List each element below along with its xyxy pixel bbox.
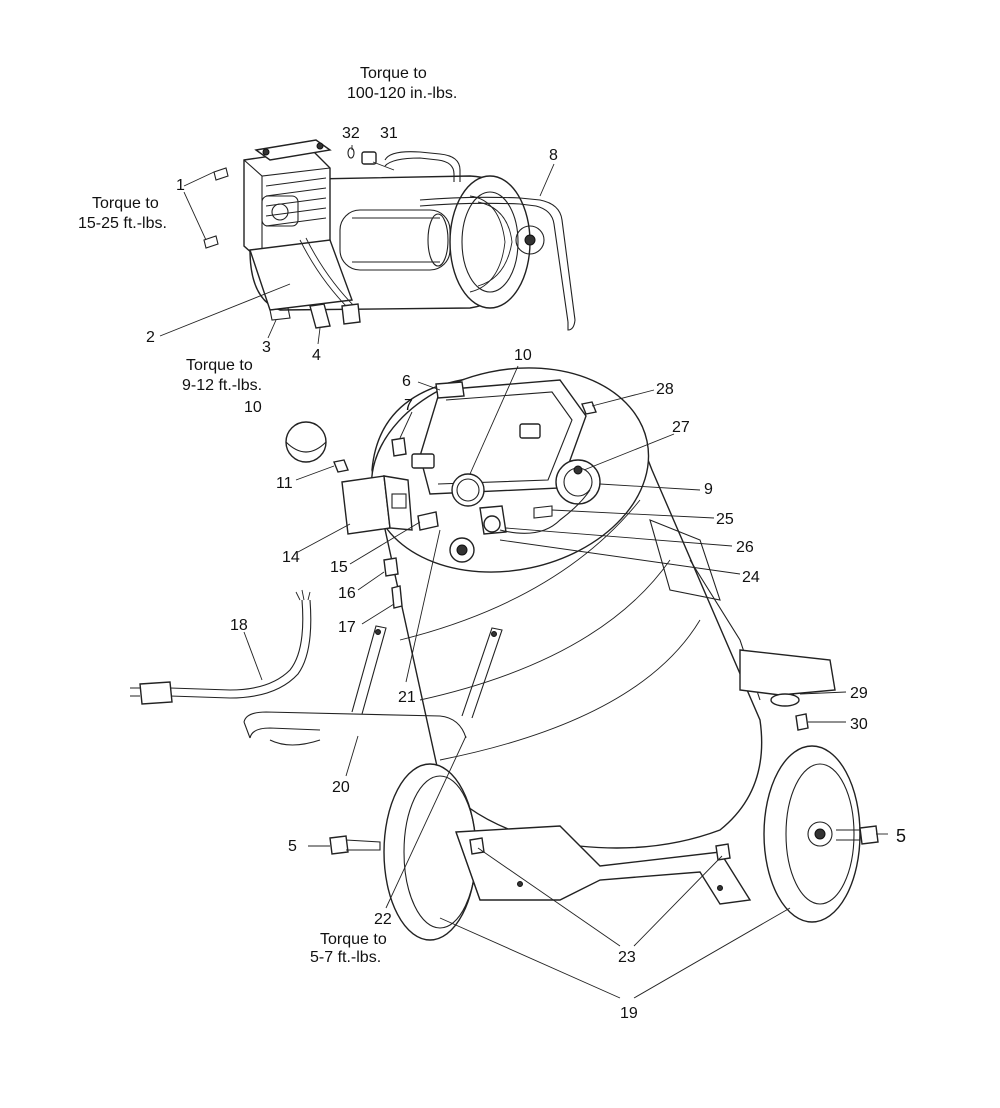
- callout-11: 11: [276, 475, 293, 492]
- callout-32: 32: [342, 125, 360, 142]
- control-manifold: [285, 379, 601, 609]
- callout-16: 16: [338, 585, 356, 602]
- callout-22: 22: [374, 911, 392, 928]
- callout-18: 18: [230, 617, 248, 634]
- callout-2: 2: [146, 329, 155, 346]
- pump-motor-assembly: [203, 139, 576, 331]
- callout-28: 28: [656, 381, 674, 398]
- callout-10-left: 10: [244, 399, 262, 416]
- callout-17: 17: [338, 619, 356, 636]
- callout-3: 3: [262, 339, 271, 356]
- callout-14: 14: [282, 549, 300, 566]
- leader-lines: [159, 145, 888, 999]
- callout-23: 23: [618, 949, 636, 966]
- callout-29: 29: [850, 685, 868, 702]
- handle-and-cord: [130, 589, 503, 746]
- callout-15: 15: [330, 559, 348, 576]
- callout-7: 7: [404, 397, 413, 414]
- callout-21: 21: [398, 689, 416, 706]
- wheel-assembly: [329, 745, 879, 941]
- callout-25: 25: [716, 511, 734, 528]
- torque-note-1-line2: 15-25 ft.-lbs.: [78, 215, 167, 232]
- torque-note-22-line1: Torque to: [320, 931, 387, 948]
- torque-note-3-line1: Torque to: [186, 357, 253, 374]
- callout-30: 30: [850, 716, 868, 733]
- callout-5-right: 5: [896, 826, 906, 846]
- torque-note-31-line1: Torque to: [360, 65, 427, 82]
- callout-19: 19: [620, 1005, 638, 1022]
- callout-24: 24: [742, 569, 760, 586]
- torque-note-31-line2: 100-120 in.-lbs.: [347, 85, 457, 102]
- callout-4: 4: [312, 347, 321, 364]
- callout-5-left: 5: [288, 838, 297, 855]
- callout-8: 8: [549, 147, 558, 164]
- callout-31: 31: [380, 125, 398, 142]
- torque-note-3-line2: 9-12 ft.-lbs.: [182, 377, 262, 394]
- callout-9: 9: [704, 481, 713, 498]
- torque-note-22-line2: 5-7 ft.-lbs.: [310, 949, 381, 966]
- torque-note-1-line1: Torque to: [92, 195, 159, 212]
- callout-labels: Torque to 100-120 in.-lbs. 32 31 8 Torqu…: [78, 65, 906, 1022]
- callout-10-top: 10: [514, 347, 532, 364]
- callout-20: 20: [332, 779, 350, 796]
- callout-27: 27: [672, 419, 690, 436]
- callout-1: 1: [176, 177, 185, 194]
- callout-6: 6: [402, 373, 411, 390]
- callout-26: 26: [736, 539, 754, 556]
